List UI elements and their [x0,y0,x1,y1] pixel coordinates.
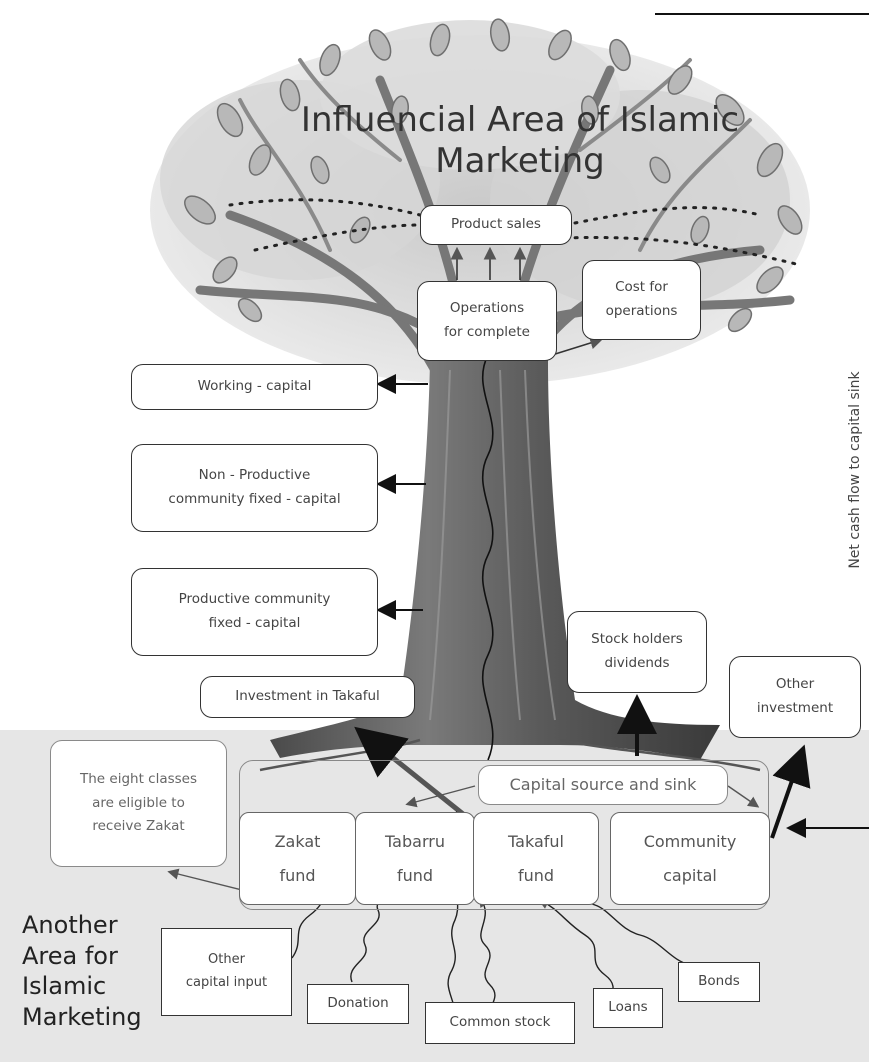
other-capital-label-2: capital input [185,975,268,990]
eight-classes-label-3: receive Zakat [92,818,185,835]
non-productive-label-1: Non - Productive [198,467,311,484]
zakat-fund-label-2: fund [279,865,316,885]
tabarru-fund-box: Tabarru fund [355,812,475,905]
productive-label-1: Productive community [178,591,331,608]
cost-label-1: Cost for [615,279,668,296]
community-capital-box: Community capital [610,812,770,905]
loans-label: Loans [608,999,648,1016]
another-area-line-1: Another [22,911,118,939]
capital-source-sink-box: Capital source and sink [478,765,728,805]
stockholders-label-1: Stock holders [591,631,683,648]
zakat-fund-box: Zakat fund [239,812,356,905]
takaful-investment-box: Investment in Takaful [200,676,415,718]
zakat-fund-label-1: Zakat [274,831,321,851]
working-capital-label: Working - capital [197,378,312,395]
another-area-line-4: Marketing [22,1003,142,1032]
community-capital-label-2: capital [663,865,717,885]
net-cash-flow-label: Net cash flow to capital sink [847,371,863,569]
donation-box: Donation [307,984,409,1024]
takaful-fund-label-1: Takaful [508,831,564,851]
bonds-box: Bonds [678,962,760,1002]
other-investment-box: Other investment [729,656,861,738]
takaful-fund-label-2: fund [517,865,555,885]
cost-operations-box: Cost for operations [582,260,701,340]
operations-label-2: for complete [444,324,530,340]
eight-classes-box: The eight classes are eligible to receiv… [50,740,227,867]
cost-label-2: operations [605,303,678,319]
product-sales-label: Product sales [451,216,541,233]
title-line-2: Marketing [435,140,605,181]
tabarru-fund-label-1: Tabarru [385,831,445,851]
other-capital-input-box: Other capital input [161,928,292,1016]
operations-label-1: Operations [449,300,525,317]
net-cash-flow-line [655,13,869,838]
takaful-investment-label: Investment in Takaful [235,688,380,705]
another-area-label: Another Area for Islamic Marketing [22,910,142,1033]
stockholders-dividends-box: Stock holders dividends [567,611,707,693]
non-productive-capital-box: Non - Productive community fixed - capit… [131,444,378,532]
common-stock-box: Common stock [425,1002,575,1044]
capital-source-sink-label: Capital source and sink [509,775,697,794]
another-area-line-3: Islamic [22,972,107,1001]
other-investment-label-2: investment [756,700,834,716]
capital-arrows [167,785,760,893]
tabarru-fund-label-2: fund [396,865,434,885]
product-sales-box: Product sales [420,205,572,245]
title-line-1: Influencial Area of Islamic [300,100,740,140]
left-arrows [376,374,428,620]
diagram-title: Influencial Area of Islamic Marketing [270,100,770,182]
eight-classes-label-1: The eight classes [79,771,198,788]
common-stock-label: Common stock [449,1014,551,1031]
another-area-line-2: Area for [22,941,118,970]
stockholders-label-2: dividends [604,655,670,671]
non-productive-label-2: community fixed - capital [168,491,341,507]
other-capital-label-1: Other [208,952,245,968]
donation-label: Donation [327,995,389,1012]
community-capital-label-1: Community [643,831,737,851]
working-capital-box: Working - capital [131,364,378,410]
eight-classes-label-2: are eligible to [92,794,185,811]
bonds-label: Bonds [698,973,740,990]
productive-label-2: fixed - capital [208,615,301,631]
takaful-fund-box: Takaful fund [473,812,599,905]
other-investment-label-1: Other [775,676,815,693]
operations-box: Operations for complete [417,281,557,361]
up-arrows [450,246,527,280]
loans-box: Loans [593,988,663,1028]
productive-capital-box: Productive community fixed - capital [131,568,378,656]
